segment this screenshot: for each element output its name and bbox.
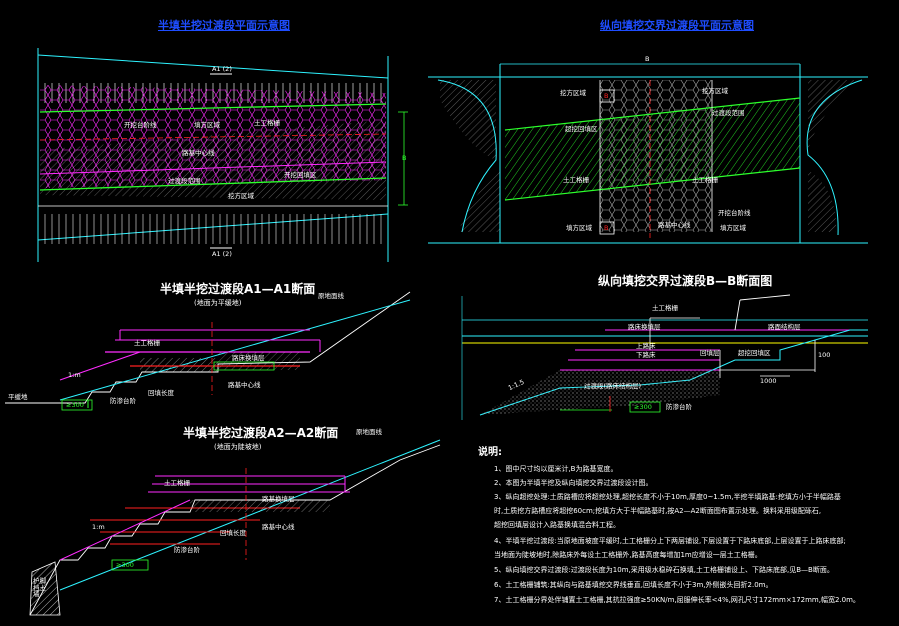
- plan-right-label-8: 路基中心线: [658, 221, 691, 229]
- b-label-1: 路床换填层: [628, 323, 661, 331]
- a1-slope: 1:m: [68, 371, 81, 379]
- plan-left-label-5: 开挖回填区: [284, 171, 317, 179]
- a2-label-6: 护脚挡土墙: [33, 577, 46, 598]
- section-b-title: 纵向填挖交界过渡段B—B断面图: [598, 274, 773, 288]
- section-a1-title: 半填半挖过渡段A1—A1断面: [160, 282, 316, 296]
- plan-left-label-0: 开挖台阶线: [124, 121, 157, 129]
- section-a2-subtitle: (地面为陡坡地): [214, 443, 262, 451]
- a2-label-3: 回填长度: [220, 529, 246, 537]
- b-label-8: 防渗台阶: [666, 403, 692, 411]
- plan-right-label-2: 超挖回填区: [565, 125, 598, 133]
- b-dim-a: 1000: [760, 377, 777, 385]
- note-line: 6、土工格栅铺筑:其纵向与路基填挖交界线垂直,回填长度不小于3m,外侧嵌头回折2…: [494, 581, 773, 589]
- plan-right-label-5: 土工格栅: [692, 176, 718, 184]
- plan-right-label-0: 挖方区域: [560, 89, 586, 97]
- plan-right-label-1: 挖方区域: [702, 87, 728, 95]
- note-line: 2、本图为半填半挖及纵向填挖交界过渡段设计图。: [494, 479, 653, 487]
- plan-right: [428, 63, 868, 244]
- section-a2: [29, 439, 441, 616]
- section-a1-subtitle: (地面为平缓地): [194, 299, 242, 307]
- note-line: 7、土工格栅分界处伴铺置土工格栅,其抗拉强度≥50KN/m,屈服伸长率<4%,网…: [494, 596, 860, 604]
- a2-slope: 1:m: [92, 523, 105, 531]
- plan-right-label-9: 填方区域: [720, 224, 746, 232]
- cut-label-top: A1 (2): [212, 65, 232, 73]
- a1-label-5: 回填长度: [148, 389, 174, 397]
- plan-left-title: 半填半挖过渡段平面示意图: [158, 19, 290, 32]
- plan-right-mark-top: B: [604, 92, 609, 100]
- a2-label-5: 防渗台阶: [174, 546, 200, 554]
- plan-left-label-1: 填方区域: [194, 121, 220, 129]
- plan-right-label-4: 土工格栅: [563, 176, 589, 184]
- a2-label-1: 土工格栅: [164, 479, 190, 487]
- b-label-5: 回填层: [700, 349, 720, 357]
- section-b: [462, 294, 868, 416]
- plan-left: [37, 48, 408, 262]
- plan-right-dim: B: [645, 55, 650, 63]
- plan-right-label-7: 填方区域: [566, 224, 592, 232]
- plan-left-label-2: 土工格栅: [254, 119, 280, 127]
- plan-left-label-4: 过渡段范围: [168, 177, 201, 185]
- note-line: 时,土质挖方路槽应将超挖60cm;挖填方大于半幅路基时,按A2—A2断面图布置示…: [494, 507, 822, 515]
- notes-heading: 说明:: [478, 447, 502, 458]
- plan-left-label-3: 路基中心线: [182, 149, 215, 157]
- section-a1: [5, 291, 411, 411]
- plan-right-label-6: 开挖台阶线: [718, 209, 751, 217]
- b-label-3: 上路床: [636, 342, 656, 350]
- a1-label-3: 路基中心线: [228, 381, 261, 389]
- a1-label-0: 原地面线: [318, 292, 344, 300]
- section-a2-title: 半填半挖过渡段A2—A2断面: [183, 426, 339, 440]
- plan-right-mark-bottom: B: [604, 224, 609, 232]
- a1-label-2: 路床换填层: [232, 354, 265, 362]
- a1-label-6: 平缓地: [8, 393, 28, 401]
- b-label-2: 路面结构层: [768, 323, 801, 331]
- a2-dim: ≥300: [116, 561, 134, 569]
- b-label-4: 下路床: [636, 351, 656, 359]
- note-line: 3、纵向超挖处理:土质路槽应将超挖处理,超挖长度不小于10m,厚度0~1.5m,…: [494, 493, 841, 501]
- b-dim-v: 100: [818, 351, 831, 359]
- a1-dim: ≥300: [66, 401, 84, 409]
- b-dim-b: ≥300: [634, 403, 652, 411]
- plan-right-title: 纵向填挖交界过渡段平面示意图: [600, 19, 754, 32]
- note-line: 1、图中尺寸均以厘米计,B为路基宽度。: [494, 465, 618, 473]
- plan-left-label-6: 挖方区域: [228, 192, 254, 200]
- a2-label-2: 路基换填层: [262, 495, 295, 503]
- note-line: 当地面为陡坡地时,除路床外每设土工格栅外,路基高度每增加1m应增设一层土工格栅。: [494, 551, 762, 559]
- a2-label-0: 原地面线: [356, 428, 382, 436]
- b-label-0: 土工格栅: [652, 304, 678, 312]
- b-label-6: 超挖回填区: [738, 349, 771, 357]
- note-line: 超挖回填层设计入路基换填混合料工程。: [494, 521, 620, 529]
- note-line: 4、半填半挖过渡段:当原地面坡度平缓时,土工格栅分上下两层铺设,下层设置于下路床…: [494, 537, 846, 545]
- b-label-7: 过渡段(路床结构层): [584, 382, 642, 390]
- a1-label-4: 防渗台阶: [110, 397, 136, 405]
- note-line: 5、纵向填挖交界过渡段:过渡段长度为10m,采用级水稳碎石换填,土工格栅铺设上、…: [494, 566, 834, 574]
- plan-right-label-3: 过渡段范围: [712, 109, 745, 117]
- a2-label-4: 路基中心线: [262, 523, 295, 531]
- a1-label-1: 土工格栅: [134, 339, 160, 347]
- plan-left-dim: B: [402, 154, 407, 162]
- cut-label-bottom: A1 (2): [212, 250, 232, 258]
